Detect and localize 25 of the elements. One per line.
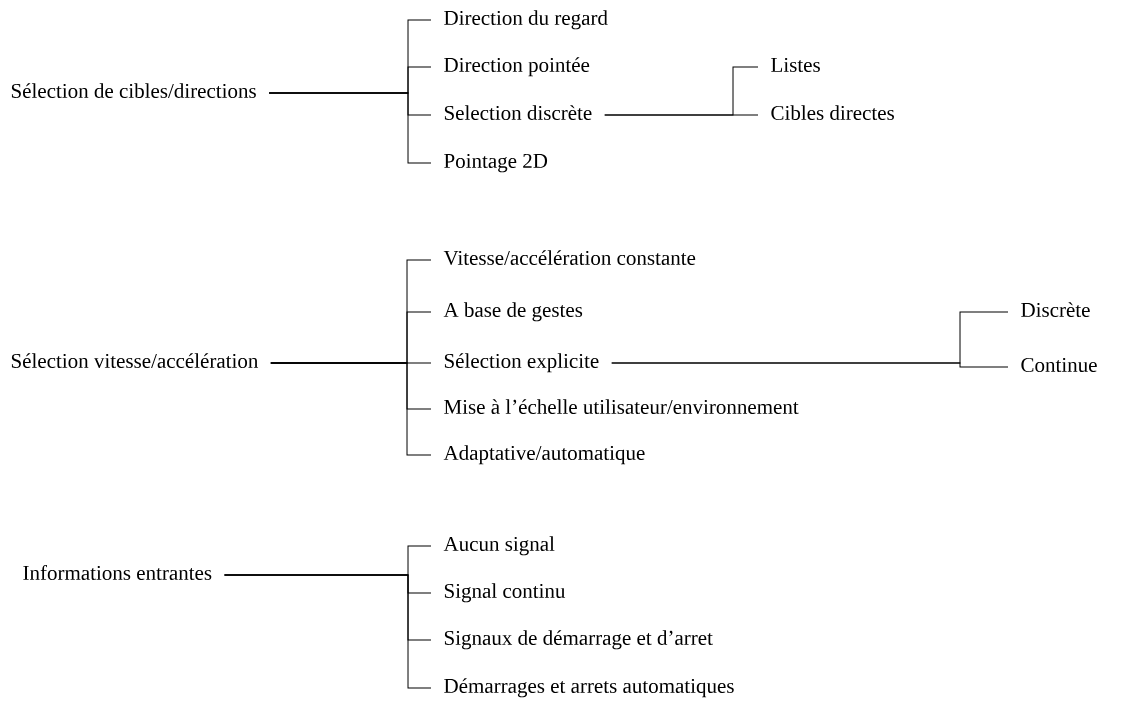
bracket-line — [604, 114, 759, 116]
tree-label: Sélection vitesse/accélération — [11, 353, 259, 368]
tree-label: Direction du regard — [444, 10, 608, 30]
tree-label: Sélection explicite — [444, 353, 599, 373]
tree-label: Cibles directes — [771, 105, 894, 120]
tree-label: Démarrages et arrets automatiques — [444, 678, 734, 698]
tree-label: A base de gestes — [443, 302, 583, 322]
tree-label: Direction pointée — [444, 57, 590, 77]
tree-label: Pointage 2D — [444, 153, 548, 173]
tree-label: Selection discrète — [444, 105, 592, 120]
tree-label: Informations entrantes — [23, 565, 212, 580]
bracket-line — [270, 362, 432, 456]
bracket-line — [268, 92, 432, 164]
tree-label: Adaptative/automatique — [443, 445, 645, 465]
tree-label: Aucun signal — [443, 536, 555, 556]
tree-label: Listes — [771, 57, 820, 72]
bracket-line — [224, 574, 432, 689]
bracket-line — [611, 362, 1009, 368]
tree-label: Mise à l’échelle utilisateur/environnement — [444, 399, 799, 414]
tree-label: Signaux de démarrage et d’arret — [444, 630, 713, 650]
tree-label: Sélection de cibles/directions — [11, 83, 256, 98]
tree-label: Signal continu — [444, 583, 566, 603]
tree-label: Continue — [1021, 357, 1097, 372]
tree-label: Vitesse/accélération constante — [443, 250, 696, 266]
tree-label: Discrète — [1021, 302, 1090, 317]
